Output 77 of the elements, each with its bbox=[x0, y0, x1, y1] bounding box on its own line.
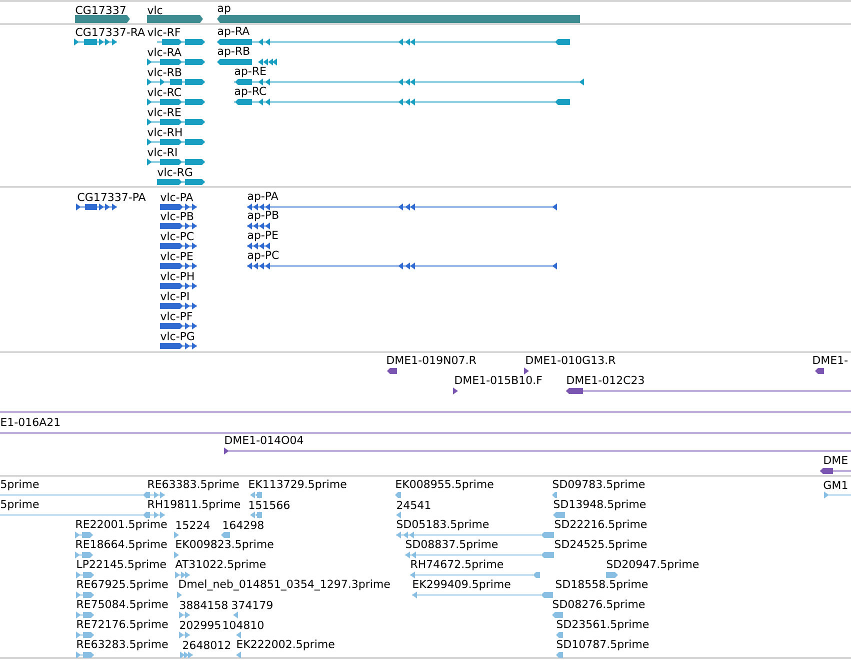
feature-label: 104810 bbox=[223, 620, 264, 630]
feature-label: vlc bbox=[148, 6, 162, 14]
feature-label: CG17337-PA bbox=[78, 192, 146, 202]
feature-label: CG17337-RA bbox=[76, 28, 145, 36]
feature-label: vlc-RF bbox=[148, 28, 180, 36]
feature-label: vlc-RB bbox=[148, 68, 182, 76]
feature-label: EK008955.5prime bbox=[396, 480, 494, 490]
feature-label: vlc-RI bbox=[148, 148, 177, 156]
feature-label: SD09783.5prime bbox=[552, 480, 645, 490]
feature-label: 202995 bbox=[180, 620, 220, 630]
feature-label: vlc-PI bbox=[160, 292, 189, 300]
feature-label: vlc-PF bbox=[160, 312, 192, 320]
feature-label: RE72176.5prime bbox=[77, 620, 168, 630]
feature-label: SD13948.5prime bbox=[554, 500, 646, 510]
feature-label: DME1-019N07.R bbox=[387, 356, 476, 364]
feature-label: SD23561.5prime bbox=[556, 620, 649, 630]
feature-label: 151566 bbox=[249, 500, 290, 510]
feature-label: RE63283.5prime bbox=[77, 640, 168, 650]
feature-label: EK299409.5prime bbox=[413, 580, 510, 590]
feature-label: SD20947.5prime bbox=[606, 560, 699, 570]
feature-label: 164298 bbox=[223, 520, 264, 530]
feature-label: vlc-RE bbox=[148, 108, 181, 116]
feature-label: DME1-010G13.R bbox=[526, 356, 616, 364]
feature-label: ap-RA bbox=[218, 26, 250, 38]
feature-label: vlc-RC bbox=[148, 88, 181, 96]
feature-label: CG17337 bbox=[76, 6, 126, 14]
feature-label: RE67925.5prime bbox=[77, 580, 168, 590]
feature-label: vlc-RG bbox=[158, 168, 192, 176]
feature-label: DME1-014O04 bbox=[225, 436, 304, 444]
feature-label: EK222002.5prime bbox=[237, 640, 334, 650]
feature-label: 2648012 bbox=[183, 640, 230, 650]
feature-label: 24541 bbox=[397, 500, 430, 510]
feature-label: vlc-RA bbox=[148, 48, 182, 56]
feature-label: RH74672.5prime bbox=[411, 560, 504, 570]
feature-label: EK113729.5prime bbox=[249, 480, 346, 490]
feature-label: ap-PC bbox=[248, 250, 279, 262]
feature-label: SD08276.5prime bbox=[552, 600, 645, 610]
feature-label: SD24525.5prime bbox=[554, 540, 647, 550]
feature-label: 3884158 bbox=[180, 600, 228, 610]
feature-label: DME1-015B10.F bbox=[455, 376, 542, 384]
feature-label: ap-PE bbox=[248, 230, 278, 242]
feature-label: DME bbox=[824, 456, 848, 464]
feature-label: 15224 bbox=[176, 520, 210, 530]
feature-label: RE18664.5prime bbox=[76, 540, 167, 550]
feature-label: RE75084.5prime bbox=[77, 600, 168, 610]
feature-label: E1-016A21 bbox=[1, 418, 60, 426]
feature-label: vlc-PB bbox=[160, 212, 194, 220]
feature-label: ap-RC bbox=[234, 86, 266, 98]
feature-label: vlc-PA bbox=[160, 192, 194, 202]
feature-label: RE63383.5prime bbox=[148, 480, 239, 490]
feature-label: vlc-PH bbox=[160, 272, 194, 280]
feature-label: SD10787.5prime bbox=[556, 640, 649, 650]
feature-label: vlc-PE bbox=[160, 252, 193, 260]
feature-label: 5prime bbox=[1, 500, 39, 510]
feature-label: EK009823.5prime bbox=[176, 540, 274, 550]
feature-label: GM1 bbox=[824, 480, 848, 490]
feature-label: vlc-PG bbox=[160, 332, 194, 340]
feature-label: 5prime bbox=[1, 480, 39, 490]
feature-label: ap-RB bbox=[218, 46, 250, 58]
feature-label: ap-PA bbox=[248, 192, 278, 202]
feature-label: SD18558.5prime bbox=[556, 580, 648, 590]
feature-label: SD05183.5prime bbox=[396, 520, 489, 530]
feature-label: SD22216.5prime bbox=[554, 520, 647, 530]
feature-label: ap bbox=[218, 6, 230, 14]
feature-label: SD08837.5prime bbox=[406, 540, 498, 550]
feature-label: 374179 bbox=[232, 600, 272, 610]
feature-label: Dmel_neb_014851_0354_1297.3prime bbox=[179, 580, 390, 590]
feature-label: AT31022.5prime bbox=[175, 560, 266, 570]
feature-label: ap-PB bbox=[248, 210, 278, 222]
feature-label: vlc-PC bbox=[160, 232, 194, 240]
feature-label: DME1- bbox=[813, 356, 848, 364]
feature-label: ap-RE bbox=[234, 66, 266, 78]
feature-label: DME1-012C23 bbox=[567, 376, 644, 384]
feature-label: LP22145.5prime bbox=[77, 560, 166, 570]
feature-label: RE22001.5prime bbox=[76, 520, 167, 530]
feature-label: vlc-RH bbox=[148, 128, 182, 136]
feature-label: RH19811.5prime bbox=[148, 500, 240, 510]
